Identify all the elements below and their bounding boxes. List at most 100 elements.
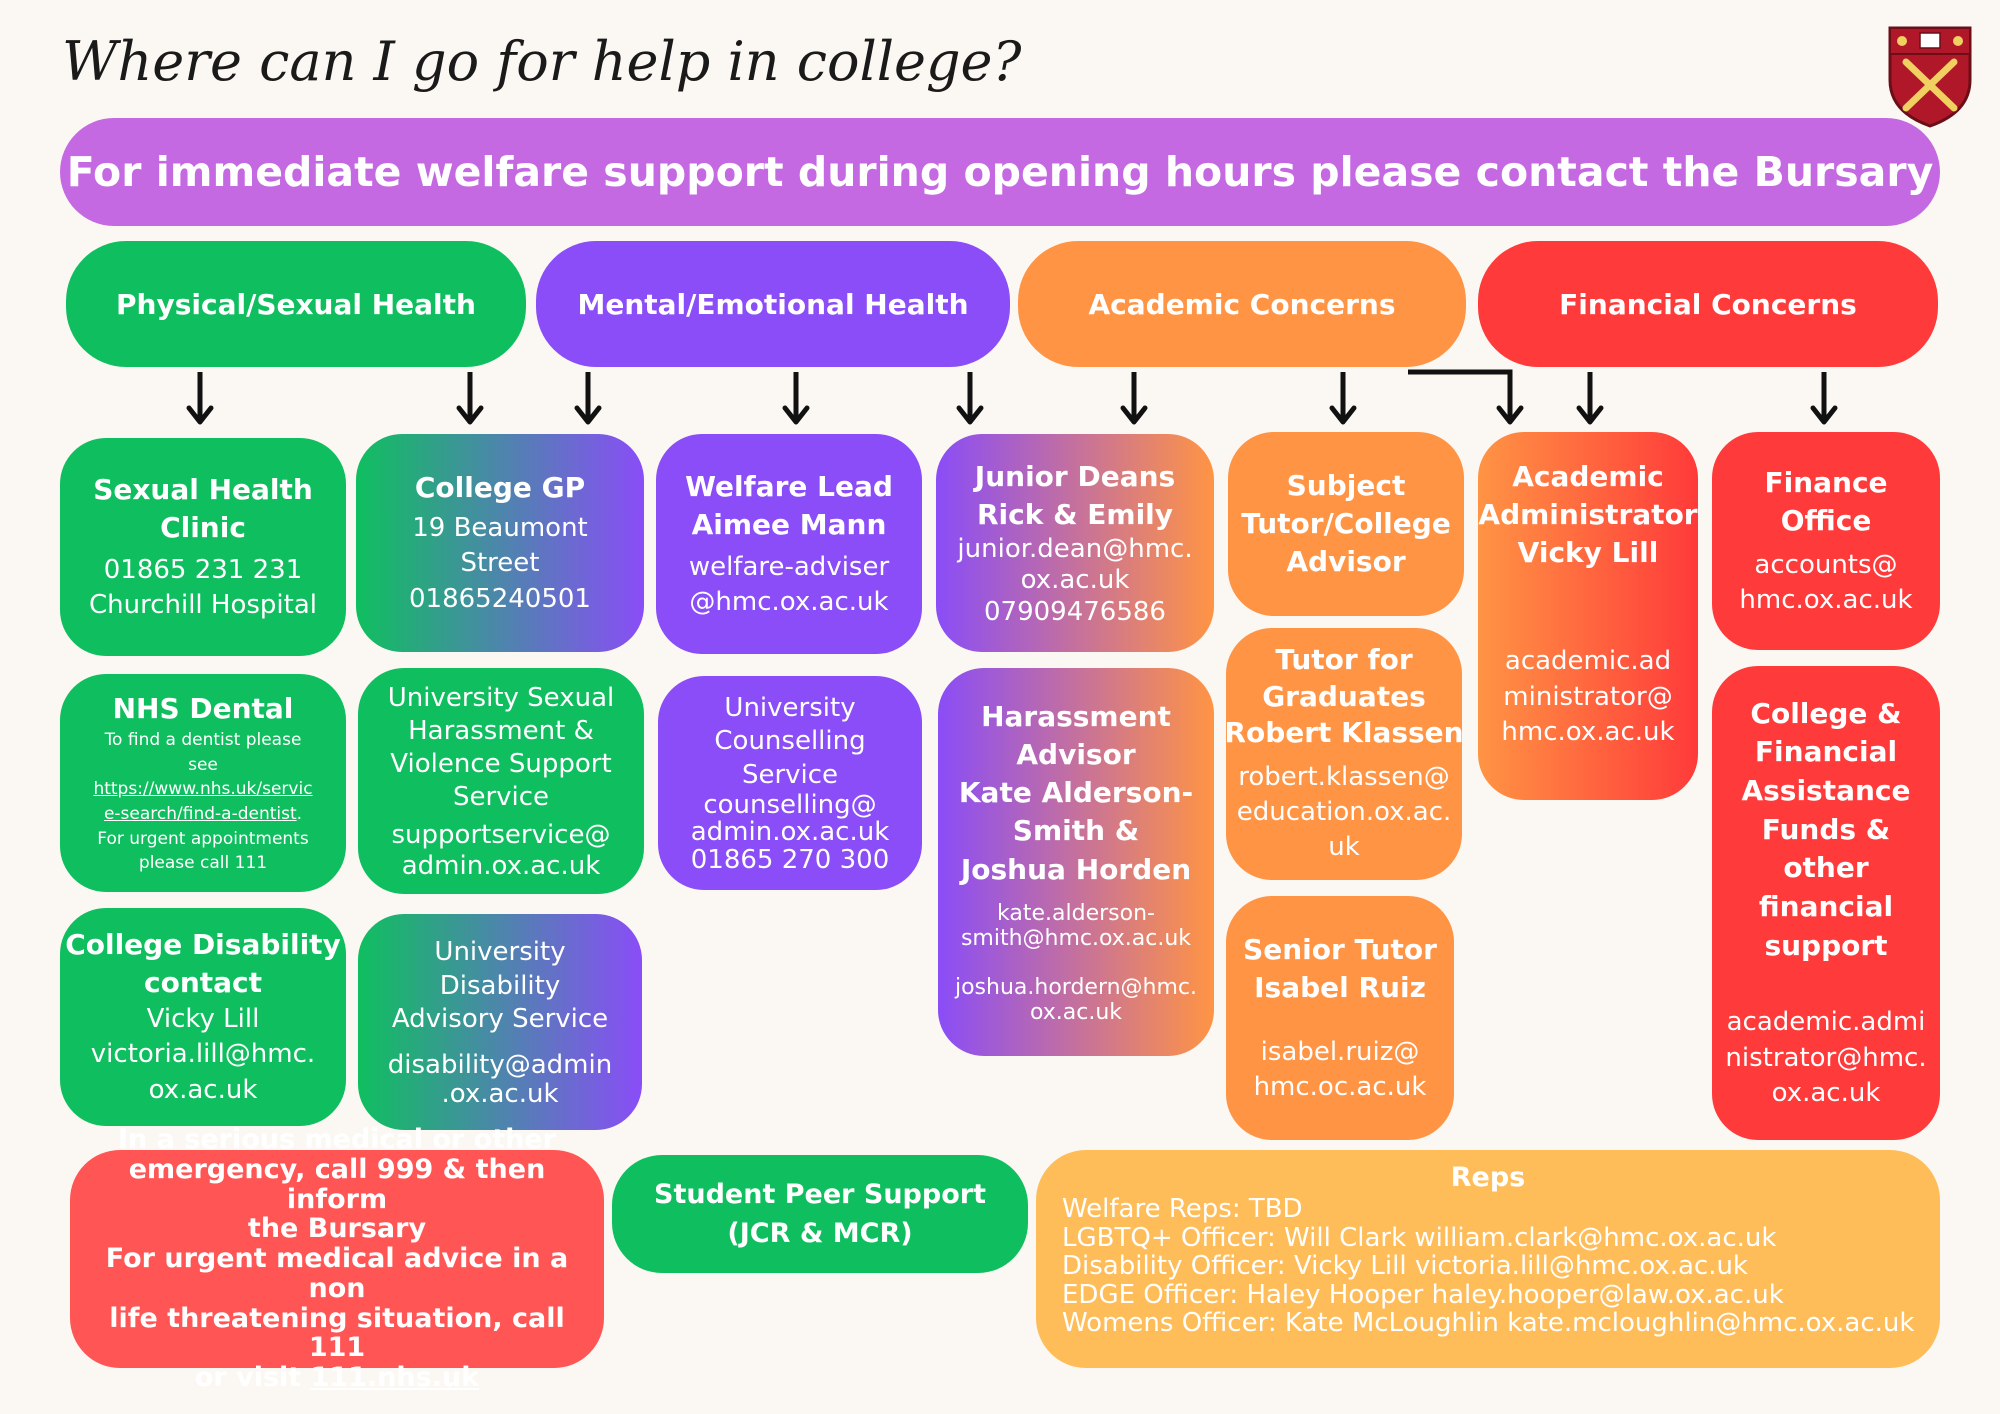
email-text: hmc.ox.ac.uk bbox=[1739, 585, 1913, 616]
email-text: robert.klassen@ bbox=[1238, 761, 1450, 792]
peer-support-title: Student Peer Support bbox=[654, 1178, 986, 1210]
email-text: hmc.ox.ac.uk bbox=[1501, 716, 1675, 747]
category-academic-concerns: Academic Concerns bbox=[1018, 241, 1466, 367]
box-heading: support bbox=[1764, 928, 1888, 962]
finance-office-box: Finance Office accounts@ hmc.ox.ac.uk bbox=[1712, 432, 1940, 650]
email-text: accounts@ bbox=[1754, 549, 1898, 580]
box-heading: Sexual Health bbox=[93, 472, 313, 506]
box-heading: Service bbox=[452, 782, 550, 813]
emergency-text: In a serious medical or other bbox=[118, 1124, 556, 1156]
info-text: see bbox=[188, 754, 218, 775]
box-heading: Funds & other bbox=[1761, 812, 1891, 885]
email-text: ox.ac.uk bbox=[1020, 565, 1130, 596]
harassment-advisor-box: Harassment Advisor Kate Alderson- Smith … bbox=[938, 668, 1214, 1056]
box-heading: University bbox=[434, 936, 566, 967]
box-heading: Aimee Mann bbox=[691, 507, 887, 541]
box-heading: Advisor bbox=[1016, 738, 1136, 772]
dentist-link[interactable]: https://www.nhs.uk/servic bbox=[93, 777, 312, 802]
email-text: uk bbox=[1328, 832, 1360, 863]
email-text: ox.ac.uk bbox=[1771, 1077, 1881, 1108]
email-text: @hmc.ox.ac.uk bbox=[689, 587, 889, 618]
rep-line: LGBTQ+ Officer: Will Clark william.clark… bbox=[1062, 1222, 1777, 1253]
urgent-advice-text: For urgent medical advice in a non bbox=[105, 1243, 569, 1304]
box-heading: Robert Klassen bbox=[1226, 716, 1462, 750]
email-text: .ox.ac.uk bbox=[441, 1078, 559, 1109]
email-text: supportservice@ bbox=[391, 819, 611, 850]
box-heading: Assistance bbox=[1741, 774, 1911, 808]
box-heading: NHS Dental bbox=[112, 692, 294, 726]
box-heading: Office bbox=[1780, 503, 1872, 537]
box-heading: Smith & bbox=[1012, 814, 1140, 848]
college-gp-box: College GP 19 Beaumont Street 0186524050… bbox=[356, 434, 644, 652]
college-crest-icon bbox=[1888, 26, 1972, 128]
reps-box: Reps Welfare Reps: TBD LGBTQ+ Officer: W… bbox=[1036, 1150, 1940, 1368]
category-financial-concerns: Financial Concerns bbox=[1478, 241, 1938, 367]
rep-line: Disability Officer: Vicky Lill victoria.… bbox=[1062, 1251, 1748, 1282]
email-text: junior.dean@hmc. bbox=[957, 534, 1193, 565]
box-heading: University bbox=[724, 693, 856, 724]
box-heading: University Sexual bbox=[387, 682, 615, 713]
box-heading: Welfare Lead bbox=[685, 469, 893, 503]
box-heading: Senior Tutor bbox=[1243, 932, 1437, 966]
box-heading: Finance bbox=[1764, 465, 1888, 499]
email-text: hmc.oc.ac.uk bbox=[1253, 1072, 1427, 1103]
uni-counselling-box: University Counselling Service counselli… bbox=[658, 676, 922, 890]
box-heading: Rick & Emily bbox=[976, 498, 1174, 532]
box-heading: Financial bbox=[1754, 735, 1898, 769]
emergency-box: In a serious medical or other emergency,… bbox=[70, 1125, 604, 1392]
email-text: ox.ac.uk bbox=[1029, 1000, 1123, 1026]
address-text: 19 Beaumont bbox=[412, 513, 588, 543]
email-text: education.ox.ac. bbox=[1236, 796, 1452, 827]
category-physical-sexual-health: Physical/Sexual Health bbox=[66, 241, 526, 367]
email-text: admin.ox.ac.uk bbox=[690, 817, 890, 848]
emergency-text: the Bursary bbox=[247, 1213, 427, 1245]
info-text: please call 111 bbox=[138, 853, 268, 874]
tutor-for-graduates-box: Tutor for Graduates Robert Klassen rober… bbox=[1226, 628, 1462, 880]
box-heading: Subject bbox=[1286, 468, 1406, 502]
info-text: To find a dentist please bbox=[104, 730, 302, 751]
box-heading: College & bbox=[1750, 696, 1902, 730]
uni-harassment-service-box: University Sexual Harassment & Violence … bbox=[358, 668, 644, 894]
phone-number: 01865240501 bbox=[409, 583, 591, 614]
urgent-advice-text: life threatening situation, call 111 bbox=[109, 1302, 565, 1364]
urgent-advice-text: or visit bbox=[194, 1361, 302, 1393]
student-peer-support-box: Student Peer Support (JCR & MCR) bbox=[612, 1155, 1028, 1273]
box-heading: Graduates bbox=[1262, 679, 1426, 713]
rep-line: Womens Officer: Kate McLoughlin kate.mcl… bbox=[1062, 1308, 1915, 1339]
box-heading: College Disability bbox=[65, 927, 341, 961]
box-heading: Counselling bbox=[714, 726, 866, 757]
phone-number: 01865 231 231 bbox=[103, 554, 303, 585]
box-heading: Tutor for bbox=[1275, 643, 1413, 677]
box-heading: Administrator bbox=[1478, 498, 1698, 532]
dentist-link[interactable]: e-search/find-a-dentist bbox=[103, 804, 297, 825]
box-heading: Clinic bbox=[160, 510, 246, 544]
nhs-111-link[interactable]: 111.nhs.uk bbox=[310, 1361, 480, 1393]
email-text: welfare-adviser bbox=[688, 551, 890, 582]
email-text: disability@admin bbox=[387, 1050, 613, 1081]
email-text: counselling@ bbox=[703, 789, 877, 820]
box-heading: Isabel Ruiz bbox=[1254, 970, 1426, 1004]
box-heading: Academic bbox=[1512, 460, 1664, 493]
phone-number: 07909476586 bbox=[984, 596, 1166, 627]
email-text: victoria.lill@hmc. bbox=[90, 1039, 316, 1070]
box-heading: financial bbox=[1758, 889, 1894, 923]
box-heading: Kate Alderson- bbox=[958, 776, 1194, 810]
info-text: For urgent appointments bbox=[97, 828, 309, 849]
email-text: ox.ac.uk bbox=[148, 1074, 258, 1105]
box-heading: Advisory Service bbox=[391, 1004, 609, 1035]
box-heading: Violence Support bbox=[390, 749, 612, 780]
email-text: academic.ad bbox=[1504, 646, 1672, 677]
email-text: joshua.hordern@hmc. bbox=[954, 975, 1198, 1001]
link-text[interactable]: https://www.nhs.uk/servic bbox=[93, 779, 313, 800]
college-financial-assistance-box: College & Financial Assistance Funds & o… bbox=[1712, 666, 1940, 1140]
email-text: kate.alderson- bbox=[997, 900, 1155, 926]
email-text: admin.ox.ac.uk bbox=[401, 850, 601, 881]
box-heading: Harassment & bbox=[408, 715, 594, 746]
email-text: ministrator@ bbox=[1503, 681, 1673, 712]
location-text: Churchill Hospital bbox=[88, 590, 318, 621]
email-text: isabel.ruiz@ bbox=[1260, 1036, 1420, 1067]
category-mental-emotional-health: Mental/Emotional Health bbox=[536, 241, 1010, 367]
peer-support-subtitle: (JCR & MCR) bbox=[727, 1218, 913, 1249]
box-heading: contact bbox=[143, 965, 263, 999]
sexual-health-clinic-box: Sexual Health Clinic 01865 231 231 Churc… bbox=[60, 438, 346, 656]
